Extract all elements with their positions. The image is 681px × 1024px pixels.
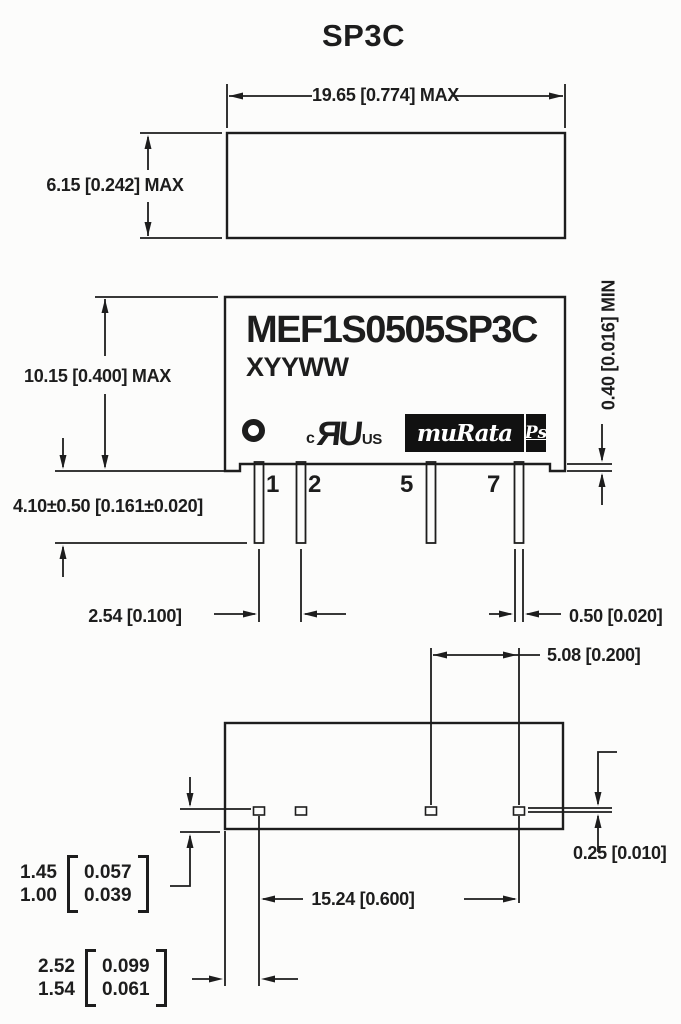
bottom-view-outline: [223, 721, 565, 831]
murata-wordmark: muRata: [405, 414, 524, 452]
part-number: MEF1S0505SP3C: [246, 309, 539, 351]
dim-standoff: 0.40 [0.016] MIN: [598, 279, 619, 411]
bracket-close-icon: [155, 949, 167, 1007]
ul-c-label: c: [306, 430, 315, 447]
bracket-open-icon: [66, 855, 78, 913]
pad-offset-inch-min: 0.061: [101, 979, 150, 1000]
front-view-pins: [253, 461, 525, 544]
bottom-view-pads: [252, 806, 526, 816]
pad-width-inch-max: 0.057: [83, 862, 132, 883]
dim-body-depth: 6.15 [0.242] MAX: [46, 175, 184, 195]
ul-recognized-icon: c ЯU US: [306, 409, 382, 453]
dim-pad-span: 5.08 [0.200]: [547, 645, 641, 665]
pad-width-mm: 1.45 1.00: [20, 861, 57, 907]
dim-pin-thickness: 0.50 [0.020]: [569, 606, 663, 626]
pad-offset-mm-min: 1.54: [38, 979, 75, 1000]
pad-offset-inch: 0.099 0.061: [102, 955, 150, 1001]
pin1-indicator-icon: [242, 419, 265, 442]
dim-pad-thickness: 0.25 [0.010]: [573, 843, 667, 863]
bottom-view-dimension-lines: [170, 648, 617, 986]
pin-label-5: 5: [400, 471, 414, 498]
pad-offset-mm-max: 2.52: [38, 956, 75, 977]
dim-pad-width-block: 1.45 1.00 0.057 0.039: [20, 855, 149, 913]
pad-width-mm-max: 1.45: [20, 862, 57, 883]
front-view-dimension-lines: [55, 296, 612, 622]
dim-pin-span: 15.24 [0.600]: [311, 889, 415, 909]
dim-pin-length: 4.10±0.50 [0.161±0.020]: [13, 496, 204, 516]
pin-label-2: 2: [308, 471, 322, 498]
pin-label-1: 1: [266, 471, 280, 498]
murata-ps-icon: Ps: [525, 414, 547, 452]
pad-width-inch: 0.057 0.039: [84, 861, 132, 907]
page-title: SP3C: [322, 18, 405, 53]
dim-pad-offset-block: 2.52 1.54 0.099 0.061: [38, 949, 167, 1007]
dim-body-width: 19.65 [0.774] MAX: [312, 85, 459, 105]
marking-code: XYYWW: [246, 352, 349, 382]
murata-logo: muRata Ps: [405, 414, 547, 452]
dim-body-height: 10.15 [0.400] MAX: [24, 366, 171, 386]
dim-pin-pitch: 2.54 [0.100]: [88, 606, 182, 626]
pin-label-7: 7: [487, 471, 501, 498]
pad-width-inch-min: 0.039: [83, 885, 132, 906]
ul-us-label: US: [361, 431, 382, 448]
front-view-outline: [223, 295, 567, 473]
ul-monogram-icon: ЯU: [314, 415, 362, 453]
top-view-outline: [225, 131, 567, 240]
top-view-dimension-lines: [140, 84, 566, 239]
pad-offset-inch-max: 0.099: [101, 956, 150, 977]
pad-width-mm-min: 1.00: [20, 885, 57, 906]
bracket-close-icon: [137, 855, 149, 913]
bracket-open-icon: [84, 949, 96, 1007]
pad-offset-mm: 2.52 1.54: [38, 955, 75, 1001]
